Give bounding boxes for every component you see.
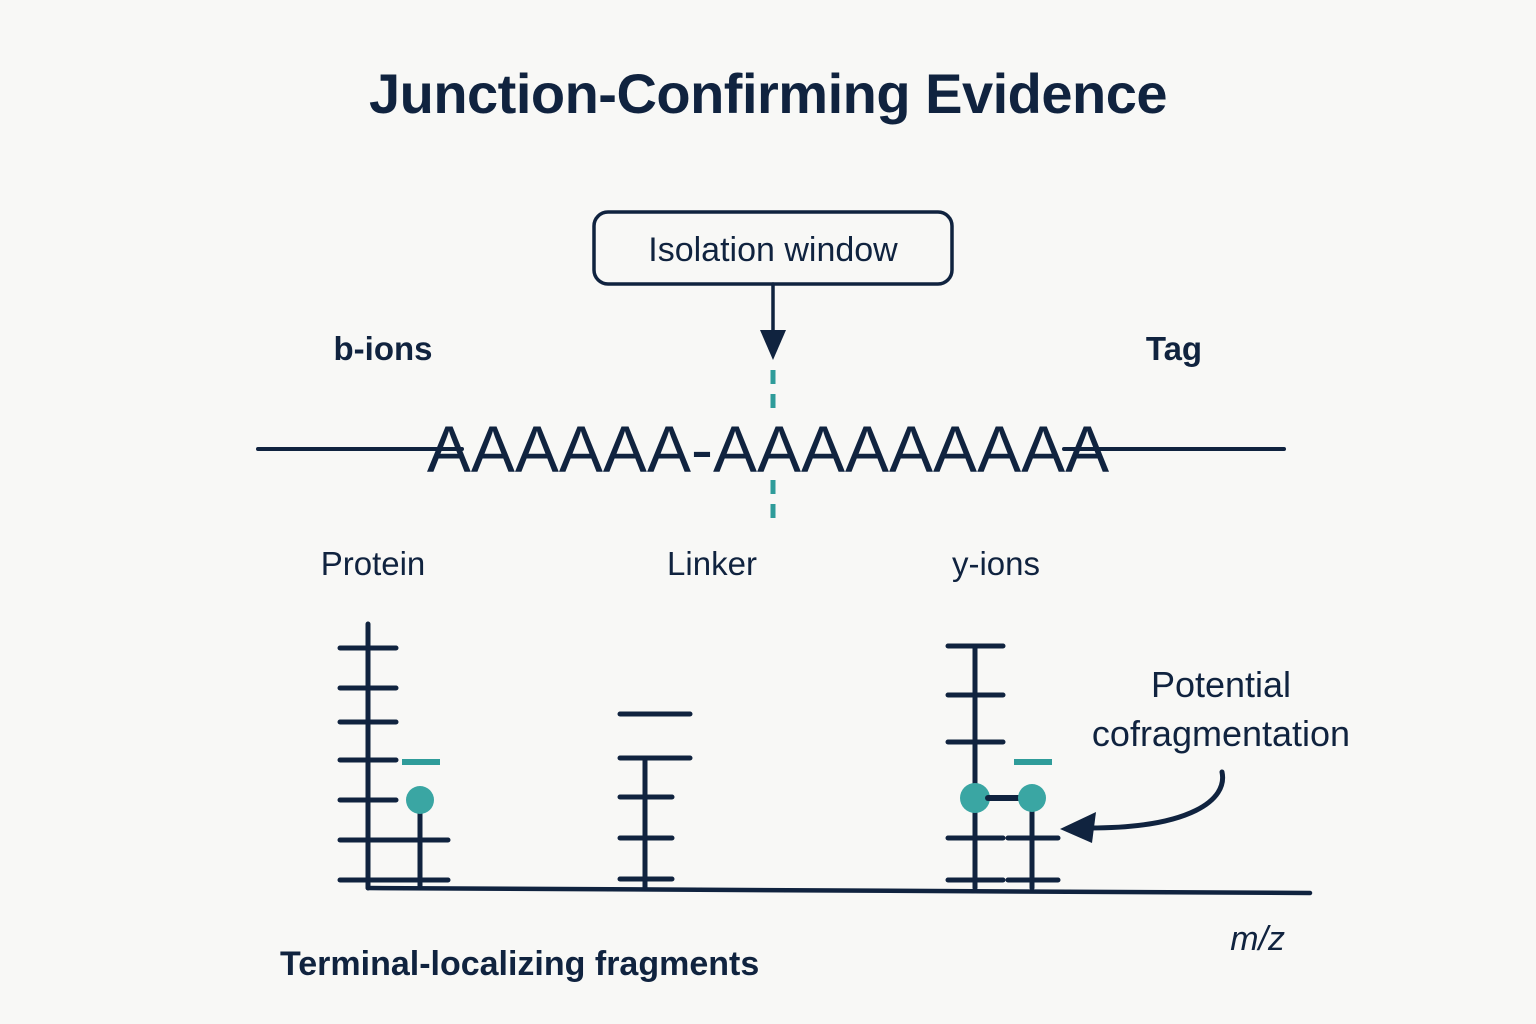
isolation-window-label: Isolation window <box>648 231 898 269</box>
annotation-line-1: Potential <box>1151 664 1291 705</box>
annotation-curved-arrow-shaft <box>1087 769 1226 831</box>
sequence-text: AAAAAA-AAAAAAAAA <box>427 412 1109 486</box>
terminal-localizing-fragments-label: Terminal-localizing fragments <box>280 945 759 983</box>
isolation-window-callout[interactable]: Isolation window <box>592 210 954 360</box>
peak-protein-ladder[interactable] <box>337 621 399 891</box>
peak-cofragment-ion[interactable] <box>1005 759 1061 891</box>
page-title: Junction-Confirming Evidence <box>369 62 1167 125</box>
label-tag: Tag <box>1146 330 1202 367</box>
junction-marker-circle[interactable] <box>960 783 990 813</box>
junction-marker-circle[interactable] <box>406 786 434 814</box>
annotation-arrow-head <box>1060 812 1096 843</box>
label-protein: Protein <box>321 545 426 582</box>
mz-axis-baseline <box>365 885 1313 896</box>
annotation-line-2: cofragmentation <box>1092 713 1350 754</box>
label-linker: Linker <box>667 545 757 582</box>
label-b-ions: b-ions <box>334 330 433 367</box>
peak-protein-junction-fragment[interactable] <box>393 759 451 891</box>
sequence-row: AAAAAA-AAAAAAAAA <box>256 412 1286 486</box>
potential-cofragmentation-annotation: Potential cofragmentation <box>1060 664 1350 843</box>
peak-y-ion-ladder[interactable] <box>945 643 1006 891</box>
junction-marker-circle[interactable] <box>1018 784 1046 812</box>
spectrum-plot: Potential cofragmentation <box>337 621 1350 896</box>
peak-linker-fragment[interactable] <box>617 711 693 891</box>
isolation-window-arrow-head <box>760 330 786 360</box>
label-y-ions: y-ions <box>952 545 1040 582</box>
mz-axis-label: m/z <box>1230 920 1285 958</box>
